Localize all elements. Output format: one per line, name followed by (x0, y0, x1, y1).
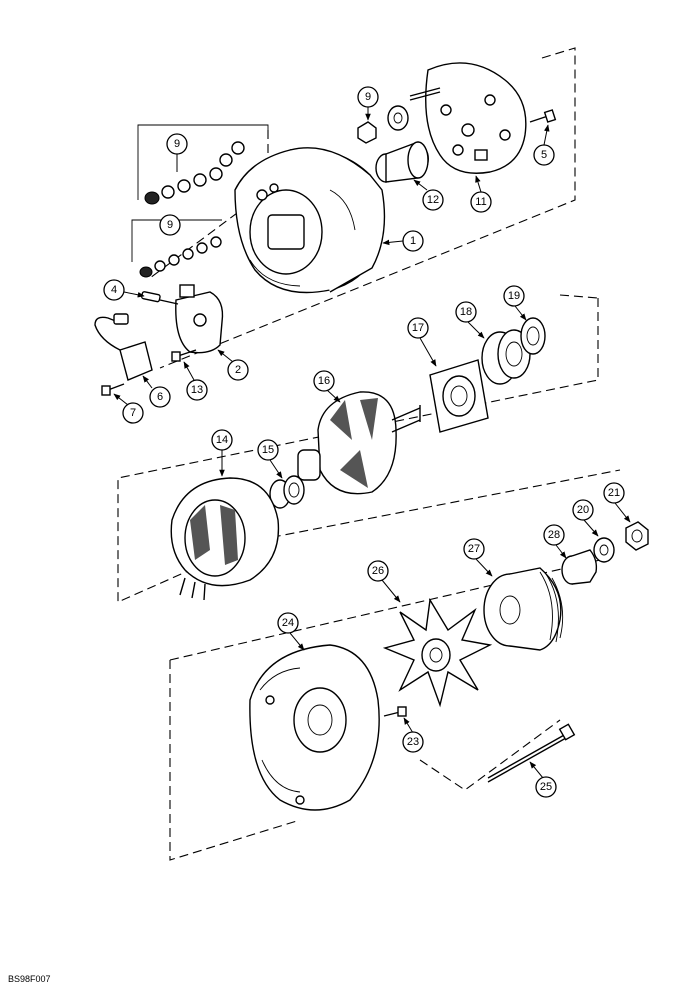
screw-part-13 (171, 349, 197, 362)
callout-6: 6 (142, 375, 171, 408)
svg-text:15: 15 (262, 444, 274, 456)
housing-part-1 (234, 147, 386, 294)
callout-9-left-lower: 9 (159, 214, 181, 236)
callout-25: 25 (529, 761, 557, 798)
callout-28: 28 (543, 524, 567, 559)
svg-text:9: 9 (167, 219, 173, 231)
washer-row-part-9-upper (137, 124, 269, 205)
svg-text:4: 4 (111, 284, 117, 296)
svg-text:11: 11 (475, 196, 486, 208)
washer-row-part-9-lower (131, 219, 222, 278)
svg-text:25: 25 (540, 781, 552, 793)
svg-text:2: 2 (235, 364, 241, 376)
callout-9-top: 9 (357, 86, 379, 121)
figure-code: BS98F007 (8, 974, 51, 984)
svg-text:28: 28 (548, 529, 560, 541)
callout-5: 5 (533, 124, 555, 166)
callout-27: 27 (463, 538, 493, 577)
svg-text:23: 23 (407, 736, 419, 748)
capacitor-part-6 (94, 313, 153, 381)
svg-text:6: 6 (157, 391, 163, 403)
callout-12: 12 (413, 179, 444, 211)
spacer-part-28 (561, 549, 598, 585)
svg-text:20: 20 (577, 504, 589, 516)
callout-26: 26 (367, 560, 401, 603)
svg-text:9: 9 (174, 138, 180, 150)
svg-text:26: 26 (372, 565, 384, 577)
callout-13: 13 (183, 361, 208, 401)
nut-part-21 (625, 521, 649, 551)
terminal-part-4 (141, 291, 179, 305)
callout-16: 16 (313, 370, 341, 403)
callout-14: 14 (211, 429, 233, 477)
fan-part-26 (382, 597, 493, 708)
callout-18: 18 (455, 301, 485, 339)
callout-21: 21 (603, 482, 631, 523)
screw-part-5 (529, 109, 557, 123)
callout-4: 4 (103, 279, 145, 301)
nut-washer-part-9-top (357, 105, 409, 144)
svg-text:16: 16 (318, 375, 330, 387)
svg-text:21: 21 (608, 487, 620, 499)
pulley-part-27 (483, 567, 564, 651)
callout-1: 1 (382, 230, 424, 252)
svg-text:18: 18 (460, 306, 472, 318)
svg-text:1: 1 (410, 235, 416, 247)
callout-15: 15 (257, 439, 283, 479)
screw-part-23 (383, 706, 407, 717)
callout-11: 11 (470, 175, 492, 213)
washer-part-20 (593, 537, 615, 563)
through-bolt-part-25 (487, 723, 576, 783)
callout-24: 24 (277, 612, 305, 651)
callout-19: 19 (503, 285, 527, 321)
svg-text:5: 5 (541, 149, 547, 161)
callout-23: 23 (402, 717, 424, 753)
sleeve-part-12 (375, 141, 429, 183)
rotor-part-16 (297, 391, 421, 495)
callout-9-left-upper: 9 (166, 133, 188, 172)
housing-part-24 (249, 644, 380, 811)
callout-20: 20 (572, 499, 599, 537)
callout-2: 2 (217, 349, 249, 381)
svg-text:27: 27 (468, 543, 480, 555)
callout-7: 7 (113, 393, 144, 424)
callout-17: 17 (407, 317, 437, 367)
rectifier-plate-part-11 (409, 62, 527, 174)
stator-part-14 (170, 477, 280, 601)
svg-text:13: 13 (191, 384, 203, 396)
screw-part-7 (101, 383, 125, 396)
bearing-part-15 (269, 475, 305, 509)
svg-text:9: 9 (365, 91, 371, 103)
svg-text:17: 17 (412, 322, 424, 334)
svg-text:19: 19 (508, 290, 520, 302)
ring-part-19 (520, 317, 546, 355)
svg-text:7: 7 (130, 407, 136, 419)
svg-text:14: 14 (216, 434, 228, 446)
brush-holder-part-2 (175, 284, 224, 354)
bearing-retainer-part-17 (429, 359, 489, 433)
svg-text:24: 24 (282, 617, 294, 629)
svg-text:12: 12 (427, 194, 439, 206)
